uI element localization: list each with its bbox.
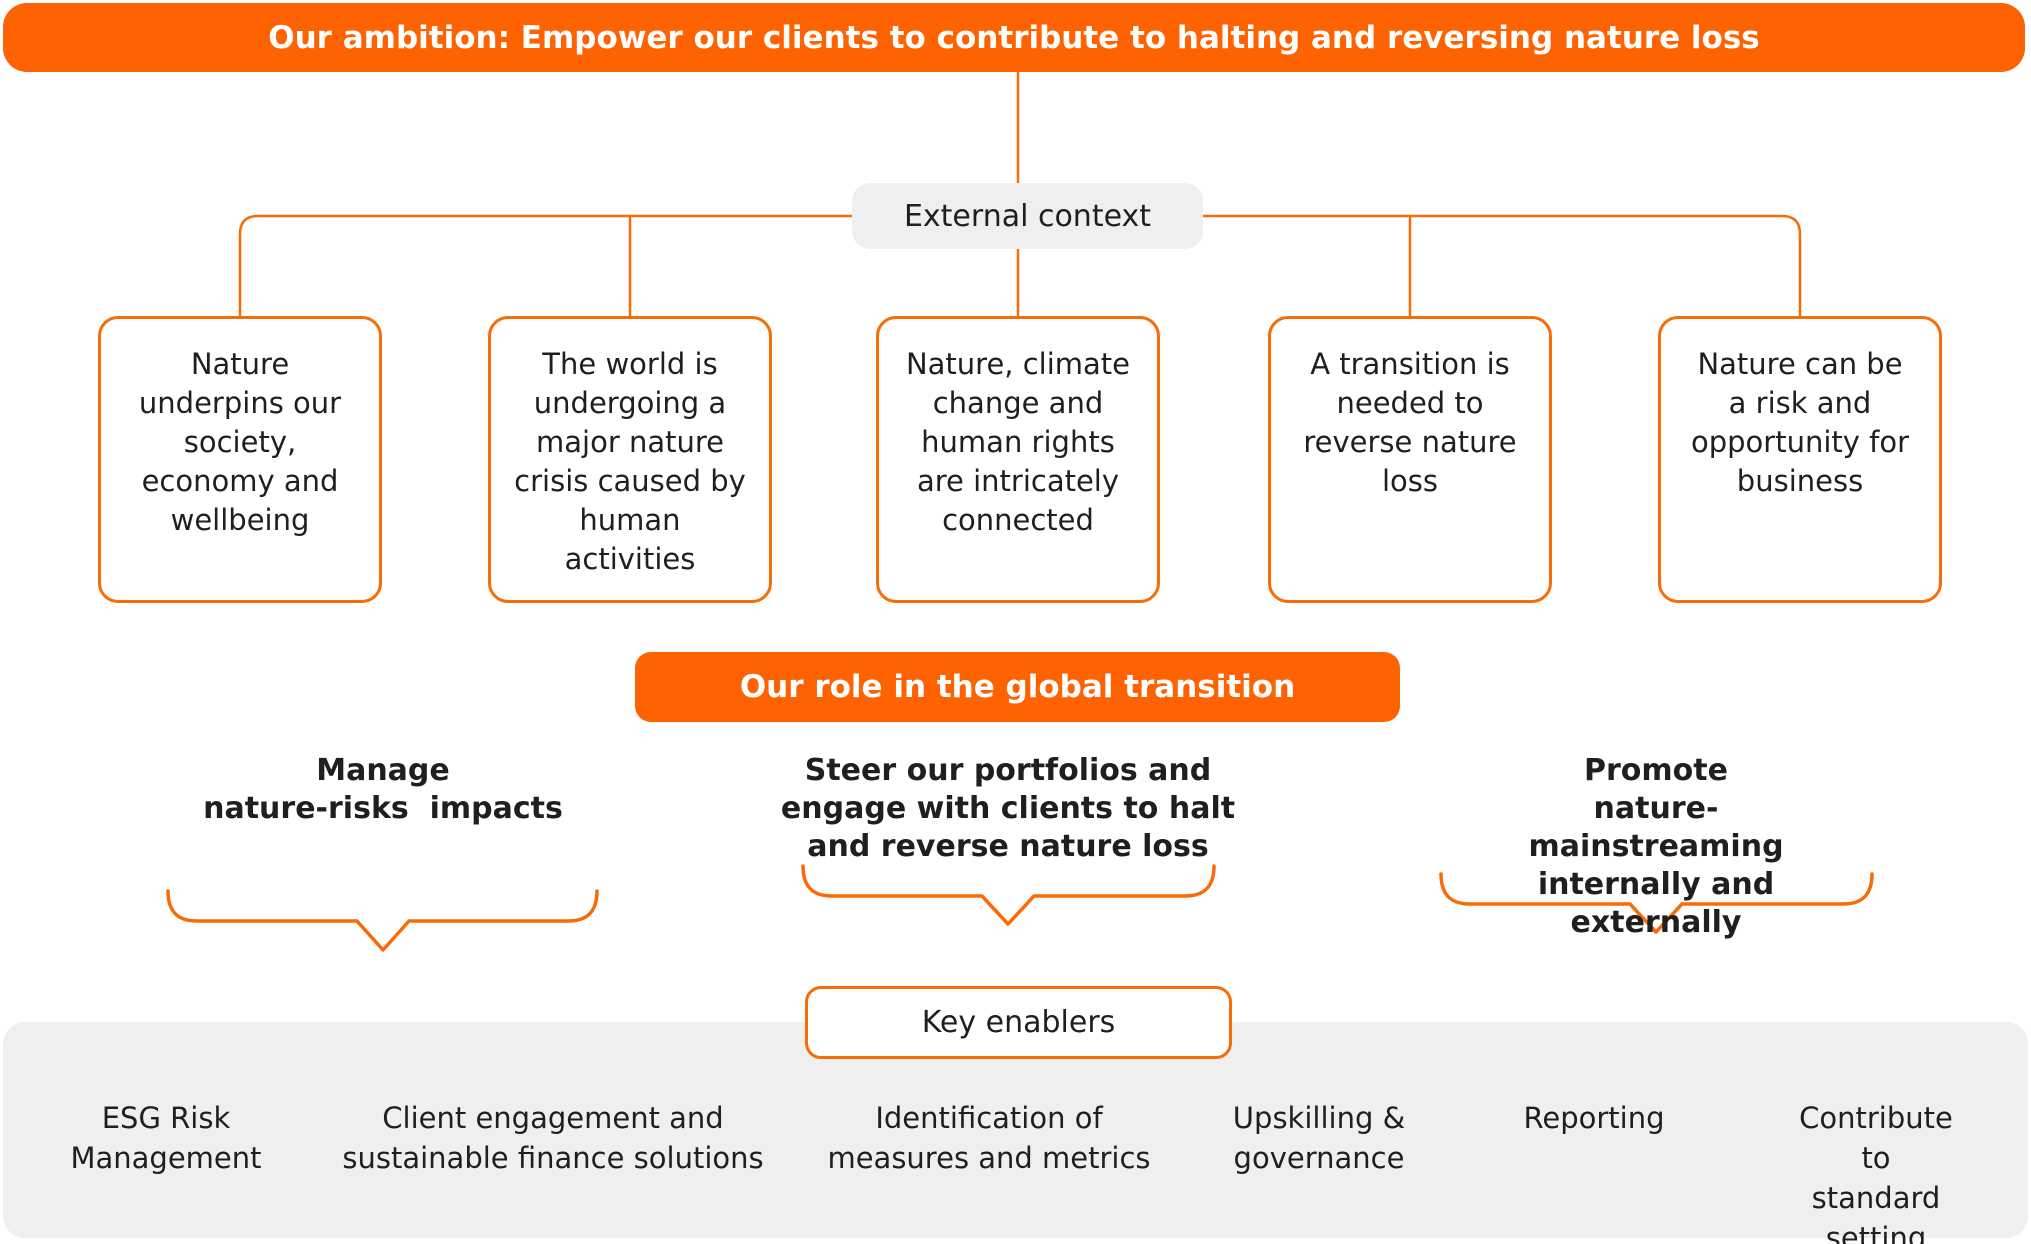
context-box-risk-opportunity: Nature can be a risk and opportunity for… — [1658, 316, 1942, 603]
enabler-standard-setting: Contribute to standard setting — [1799, 1101, 1953, 1244]
context-box-nature-crisis: The world is undergoing a major nature c… — [488, 316, 772, 603]
enabler-measures-metrics: Identification of measures and metrics — [827, 1101, 1151, 1175]
enabler-reporting: Reporting — [1523, 1101, 1665, 1135]
role-promote-mainstreaming: Promote nature-mainstreaming internally … — [1528, 753, 1784, 940]
connector-left-arm — [238, 214, 852, 316]
enabler-client-engagement: Client engagement and sustainable financ… — [342, 1101, 764, 1175]
connector-right-arm — [1203, 214, 1802, 316]
brace-middle — [801, 864, 1216, 926]
ambition-banner-label: Our ambition: Empower our clients to con… — [268, 19, 1760, 56]
ambition-banner: Our ambition: Empower our clients to con… — [3, 3, 2025, 72]
context-box-nature-underpins: Nature underpins our society, economy an… — [98, 316, 382, 603]
role-steer-portfolios: Steer our portfolios and engage with cli… — [780, 753, 1236, 864]
context-box-transition-needed: A transition is needed to reverse nature… — [1268, 316, 1552, 603]
key-enablers-title-box: Key enablers — [805, 986, 1232, 1059]
external-context-label: External context — [903, 198, 1152, 234]
key-enablers-title: Key enablers — [921, 1005, 1116, 1040]
context-box-intricately-connected: Nature, climate change and human rights … — [876, 316, 1160, 603]
role-banner: Our role in the global transition — [635, 652, 1400, 722]
role-manage-impacts: Manage nature-risks impacts — [203, 753, 563, 826]
enabler-upskilling-governance: Upskilling & governance — [1232, 1101, 1406, 1175]
enabler-esg-risk-management: ESG Risk Management — [70, 1101, 262, 1175]
brace-left — [166, 889, 599, 952]
external-context-label-box: External context — [852, 183, 1203, 249]
role-banner-label: Our role in the global transition — [739, 669, 1296, 705]
